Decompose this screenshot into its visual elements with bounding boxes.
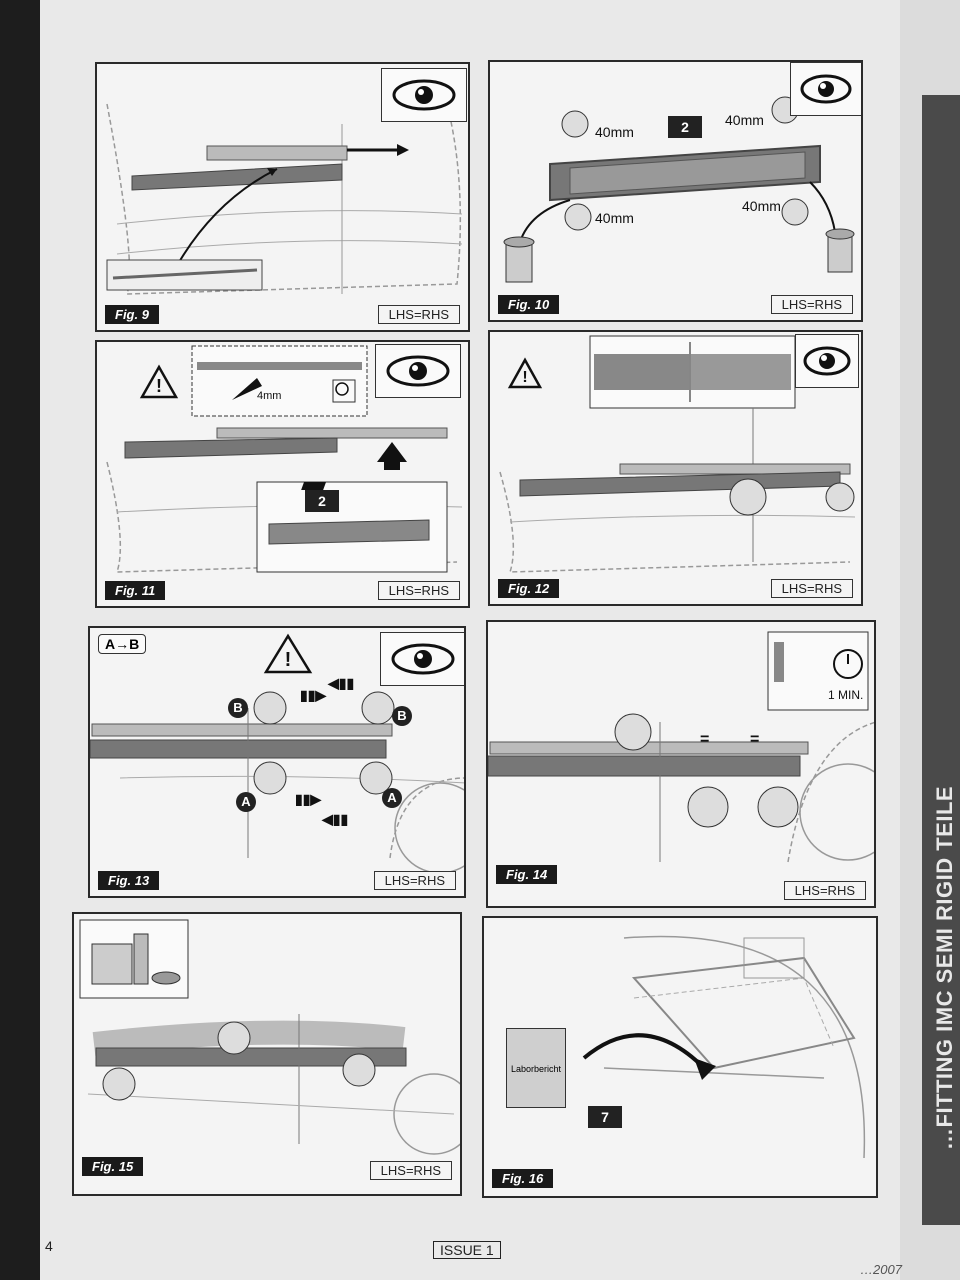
svg-text:◀▮▮: ◀▮▮ — [321, 811, 348, 827]
figure-9-drawing — [106, 103, 463, 295]
point-b-marker: B — [228, 698, 248, 718]
figure-10-panel: 40mm 40mm 40mm 40mm 2 Fig. 10 LHS=RHS — [488, 60, 863, 322]
issue-label: ISSUE 1 — [433, 1241, 501, 1259]
figure-label: Fig. 9 — [105, 305, 159, 324]
figure-label: Fig. 13 — [98, 871, 160, 890]
side-tab-text: …FITTING IMC SEMI RIGID TEILE — [932, 785, 957, 1150]
page-number: 4 — [45, 1238, 53, 1254]
figure-11-drawing: ! — [106, 345, 463, 573]
figure-label: Fig. 10 — [498, 295, 560, 314]
dimension-label: 40mm — [595, 210, 634, 226]
footer-year: …2007 — [860, 1262, 902, 1277]
dimension-label: 40mm — [742, 198, 781, 214]
figure-label: Fig. 12 — [498, 579, 560, 598]
eye-icon — [790, 62, 861, 116]
svg-text:=: = — [750, 731, 759, 748]
figure-12-drawing: ! — [499, 335, 856, 573]
point-a-marker: A — [236, 792, 256, 812]
lhs-rhs-label: LHS=RHS — [369, 1161, 452, 1180]
figure-11-panel: ! 4mm 2 Fig. 11 LHS=RHS — [95, 340, 470, 608]
figure-14-panel: = = 1 MIN. Fig. 14 LHS=RHS — [486, 620, 876, 908]
figure-16-panel: Laborbericht 7 Fig. 16 — [482, 916, 878, 1198]
figure-15-panel: Fig. 15 LHS=RHS — [72, 912, 462, 1196]
eye-icon — [380, 632, 464, 686]
figure-12-panel: ! Fig. 12 LHS=RHS — [488, 330, 863, 606]
eye-icon — [795, 334, 859, 388]
svg-text:▮▮▶: ▮▮▶ — [295, 791, 322, 807]
point-b-marker: B — [392, 706, 412, 726]
lhs-rhs-label: LHS=RHS — [770, 579, 853, 598]
figure-label: Fig. 11 — [105, 581, 166, 600]
step-number-box: 7 — [588, 1106, 622, 1128]
figure-9-panel: Fig. 9 LHS=RHS — [95, 62, 470, 332]
svg-text:!: ! — [285, 649, 292, 671]
timer-label: 1 MIN. — [828, 688, 864, 702]
gap-dimension: 4mm — [257, 390, 282, 402]
booklet: Laborbericht — [506, 1028, 566, 1108]
svg-text:!: ! — [156, 376, 162, 396]
figure-label: Fig. 15 — [82, 1157, 144, 1176]
step-number-box: 2 — [668, 116, 702, 138]
dimension-label: 40mm — [595, 124, 634, 140]
step-number-box: 2 — [305, 490, 339, 512]
svg-text:◀▮▮: ◀▮▮ — [327, 675, 354, 691]
side-tab — [922, 95, 960, 1225]
eye-icon — [381, 68, 467, 122]
figure-15-drawing — [79, 919, 460, 1155]
figure-10-drawing — [503, 96, 855, 283]
figure-label: Fig. 14 — [496, 865, 558, 884]
eye-icon — [375, 344, 461, 398]
figure-13-panel: ▮▮▶ ◀▮▮ ▮▮▶ ◀▮▮ ! A→B A A B B Fig. 13 LH… — [88, 626, 466, 898]
lhs-rhs-label: LHS=RHS — [377, 305, 460, 324]
a-to-b-badge: A→B — [98, 634, 147, 654]
figure-16-drawing — [582, 935, 866, 1159]
lhs-rhs-label: LHS=RHS — [783, 881, 866, 900]
lhs-rhs-label: LHS=RHS — [770, 295, 853, 314]
figure-label: Fig. 16 — [492, 1169, 554, 1188]
svg-text:▮▮▶: ▮▮▶ — [300, 687, 327, 703]
dimension-label: 40mm — [725, 112, 764, 128]
svg-text:=: = — [700, 731, 709, 748]
lhs-rhs-label: LHS=RHS — [377, 581, 460, 600]
figure-14-drawing: = = — [488, 631, 874, 863]
lhs-rhs-label: LHS=RHS — [373, 871, 456, 890]
figure-13-drawing: ▮▮▶ ◀▮▮ ▮▮▶ ◀▮▮ ! — [90, 633, 464, 874]
svg-text:!: ! — [522, 369, 527, 386]
point-a-marker: A — [382, 788, 402, 808]
